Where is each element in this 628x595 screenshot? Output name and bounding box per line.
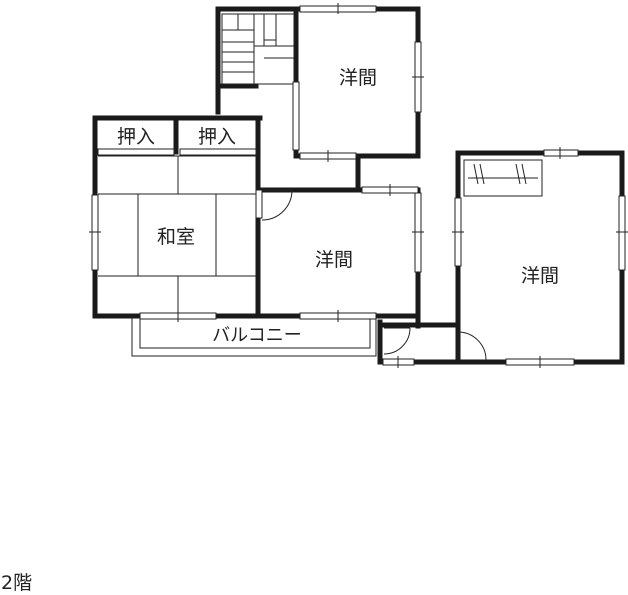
- doors: [261, 189, 487, 361]
- floor-label: 2階: [1, 572, 33, 594]
- thin-lines: [98, 13, 543, 357]
- western-right-label: 洋間: [521, 265, 559, 287]
- western-top-label: 洋間: [339, 67, 377, 89]
- closet-right-label: 押入: [198, 126, 236, 148]
- balcony-label: バルコニー: [212, 325, 302, 346]
- washitsu-label: 和室: [157, 226, 195, 248]
- walls: [92, 6, 625, 365]
- windows: [89, 3, 628, 368]
- closet-left-label: 押入: [117, 126, 155, 148]
- western-center-label: 洋間: [315, 249, 353, 271]
- room-labels: 押入 押入 和室 洋間 洋間 洋間 バルコニー: [117, 67, 559, 346]
